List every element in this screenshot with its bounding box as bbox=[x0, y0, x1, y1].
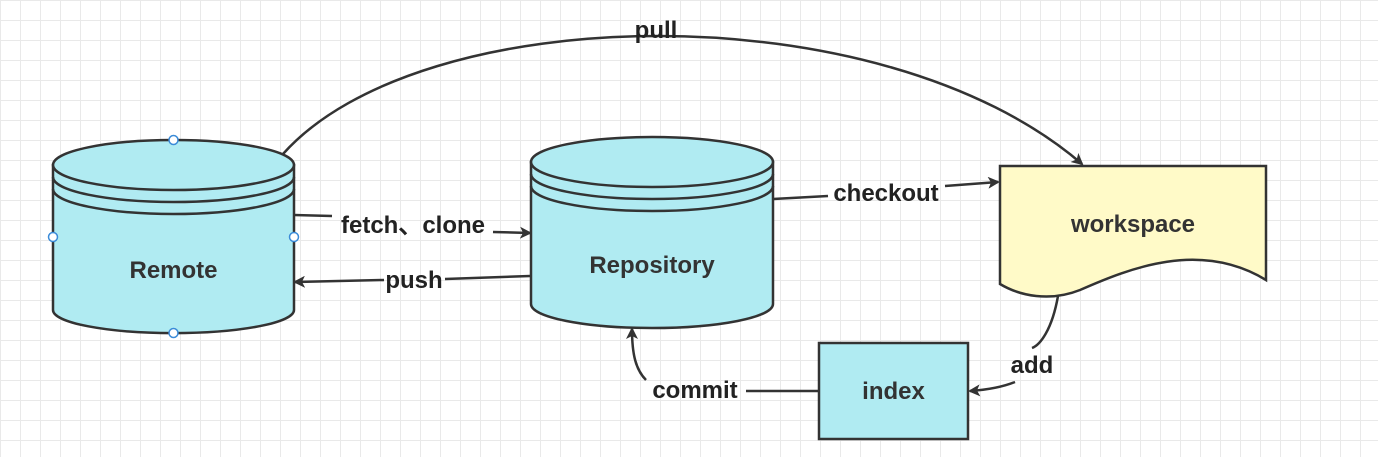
selection-handle-left[interactable] bbox=[47, 231, 59, 243]
repository-cylinder-ring-1 bbox=[529, 173, 775, 201]
repository-cylinder-ring-2 bbox=[529, 185, 775, 213]
remote-cylinder-ring-1 bbox=[51, 176, 296, 204]
index-node[interactable]: index bbox=[817, 341, 970, 441]
workspace-node[interactable]: workspace bbox=[998, 164, 1268, 298]
edge-label-pull: pull bbox=[635, 17, 678, 44]
edge-label-add: add bbox=[1011, 352, 1054, 379]
workspace-document-shape bbox=[998, 164, 1268, 298]
selection-handle-right[interactable] bbox=[288, 231, 300, 243]
edge-push[interactable] bbox=[293, 274, 531, 288]
remote-cylinder-top bbox=[51, 138, 296, 192]
remote-cylinder-ring-2 bbox=[51, 188, 296, 216]
selection-handle-bottom[interactable] bbox=[168, 327, 179, 339]
repository-label: Repository bbox=[589, 252, 715, 279]
edge-label-push: push bbox=[385, 267, 442, 294]
index-label: index bbox=[862, 378, 925, 405]
remote-node[interactable]: Remote bbox=[47, 134, 300, 339]
workspace-label: workspace bbox=[1070, 211, 1195, 238]
remote-label: Remote bbox=[129, 257, 217, 284]
edge-pull[interactable] bbox=[282, 34, 1084, 166]
edge-label-commit: commit bbox=[652, 377, 737, 404]
edge-commit[interactable] bbox=[626, 327, 818, 393]
edge-fetch-clone[interactable] bbox=[293, 213, 532, 239]
repository-node[interactable]: Repository bbox=[529, 135, 775, 330]
edge-label-checkout: checkout bbox=[833, 180, 938, 207]
repository-cylinder-body bbox=[529, 160, 775, 330]
edge-add[interactable] bbox=[968, 295, 1060, 397]
edge-label-fetch-clone: fetch、clone bbox=[341, 212, 485, 239]
edge-checkout[interactable] bbox=[772, 176, 1000, 201]
repository-cylinder-top bbox=[529, 135, 775, 189]
index-rectangle bbox=[817, 341, 970, 441]
selection-handle-top[interactable] bbox=[168, 134, 179, 146]
